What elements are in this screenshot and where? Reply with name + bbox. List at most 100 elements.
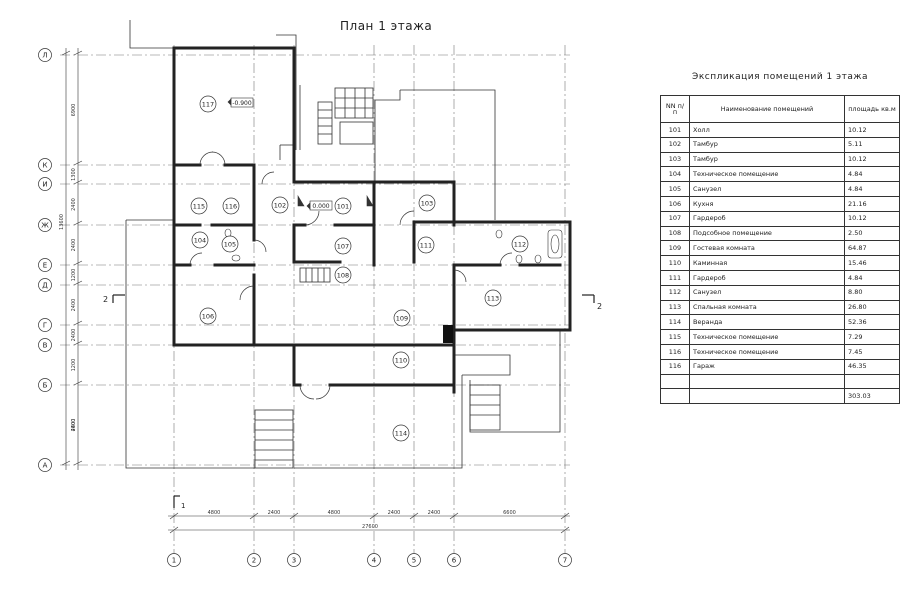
col-dimension-label: 2400	[428, 510, 441, 516]
total-row: 303.03	[660, 388, 900, 405]
room-name-cell: Спальная комната	[689, 299, 845, 316]
room-area-cell: 7.29	[844, 329, 900, 345]
col-dimension-label: 4800	[208, 510, 221, 516]
room-number-circle	[417, 236, 435, 254]
room-name-cell: Санузел	[689, 284, 845, 301]
explication-table: NN п/п Наименование помещений площадь кв…	[660, 95, 900, 405]
blank-cell	[660, 373, 690, 390]
grid-row-bubble	[38, 338, 52, 352]
room-area-cell: 4.84	[844, 269, 900, 286]
grid-row-bubble	[38, 378, 52, 392]
grid-row-bubble	[38, 318, 52, 332]
col-dimension-label: 4800	[328, 510, 341, 516]
grid-row-label: Г	[43, 322, 47, 330]
room-number-label: 117	[202, 101, 214, 109]
room-number-cell: 114	[660, 314, 690, 331]
grid-row-bubble	[38, 48, 52, 62]
grid-row-bubble	[38, 218, 52, 232]
grid-col-label: 7	[563, 557, 567, 565]
room-area-cell: 2.50	[844, 225, 900, 242]
col-dimension-label: 2400	[268, 510, 281, 516]
grid-row-bubble	[38, 158, 52, 172]
section-mark-left: 2	[103, 295, 108, 304]
grid-col-bubble	[247, 553, 261, 567]
room-number-circle	[484, 289, 502, 307]
grid-col-label: 3	[292, 557, 296, 565]
room-number-label: 114	[395, 430, 407, 438]
row-dimension-label: 6900	[71, 104, 77, 117]
room-number-label: 103	[421, 200, 433, 208]
explication-header-row: NN п/п Наименование помещений площадь кв…	[660, 95, 900, 123]
room-number-label: 116	[225, 203, 237, 211]
room-name-cell: Гардероб	[689, 210, 845, 227]
grid-row-bubble	[38, 177, 52, 191]
room-name-cell: Веранда	[689, 314, 845, 331]
row-dimension-label: 1300	[71, 168, 77, 181]
bottom-total-dimension: 27600	[362, 524, 378, 530]
room-number-circle	[271, 196, 289, 214]
room-area-cell: 10.12	[844, 122, 900, 138]
grid-col-label: 6	[452, 557, 457, 565]
room-number-circle	[393, 309, 411, 327]
room-number-cell: 108	[660, 225, 690, 242]
room-number-circle	[199, 307, 217, 325]
room-number-cell: 112	[660, 284, 690, 301]
room-number-label: 115	[193, 203, 205, 211]
blank-cell	[844, 373, 900, 390]
room-number-label: 104	[194, 237, 206, 245]
room-number-circle	[221, 235, 239, 253]
room-number-cell: 116	[660, 358, 690, 375]
room-number-label: 111	[420, 242, 432, 250]
grid-row-label: Л	[42, 52, 47, 60]
room-number-cell: 111	[660, 269, 690, 286]
room-name-cell: Гараж	[689, 358, 845, 375]
room-number-label: 113	[487, 295, 499, 303]
grid-row-bubble	[38, 258, 52, 272]
blank-cell	[689, 373, 845, 390]
grid-col-bubble	[447, 553, 461, 567]
room-name-cell: Техническое помещение	[689, 343, 845, 360]
room-area-cell: 10.12	[844, 151, 900, 168]
room-number-label: 105	[224, 241, 236, 249]
grid-col-label: 1	[172, 557, 176, 565]
room-number-cell: 104	[660, 166, 690, 183]
room-number-circle	[222, 197, 240, 215]
room-area-cell: 8.80	[844, 284, 900, 301]
room-name-cell: Холл	[689, 122, 845, 138]
grid-row-label: А	[43, 462, 48, 470]
col-dimension-label: 2400	[388, 510, 401, 516]
grid-row-label: Е	[43, 262, 47, 270]
room-number-cell: 107	[660, 210, 690, 227]
room-area-cell: 15.46	[844, 255, 900, 271]
grid-col-bubble	[167, 553, 181, 567]
header-area: площадь кв.м	[844, 95, 900, 123]
header-name: Наименование помещений	[689, 95, 845, 123]
room-number-label: 108	[337, 272, 349, 280]
room-name-cell: Санузел	[689, 181, 845, 197]
room-number-cell: 101	[660, 122, 690, 138]
grid-col-bubble	[367, 553, 381, 567]
grid-col-label: 5	[412, 557, 416, 565]
row-dimension-label: 2400	[71, 419, 77, 432]
grid-col-label: 4	[372, 557, 377, 565]
room-number-circle	[190, 197, 208, 215]
room-number-label: 109	[396, 315, 408, 323]
elevation-117: -0.900	[232, 100, 252, 107]
room-number-cell: 110	[660, 255, 690, 271]
room-area-cell: 64.87	[844, 240, 900, 257]
header-num: NN п/п	[660, 95, 690, 123]
room-name-cell: Тамбур	[689, 151, 845, 168]
room-name-cell: Гардероб	[689, 269, 845, 286]
row-dimension-label: 1200	[71, 359, 77, 372]
room-area-cell: 10.12	[844, 210, 900, 227]
room-name-cell: Каминная	[689, 255, 845, 271]
